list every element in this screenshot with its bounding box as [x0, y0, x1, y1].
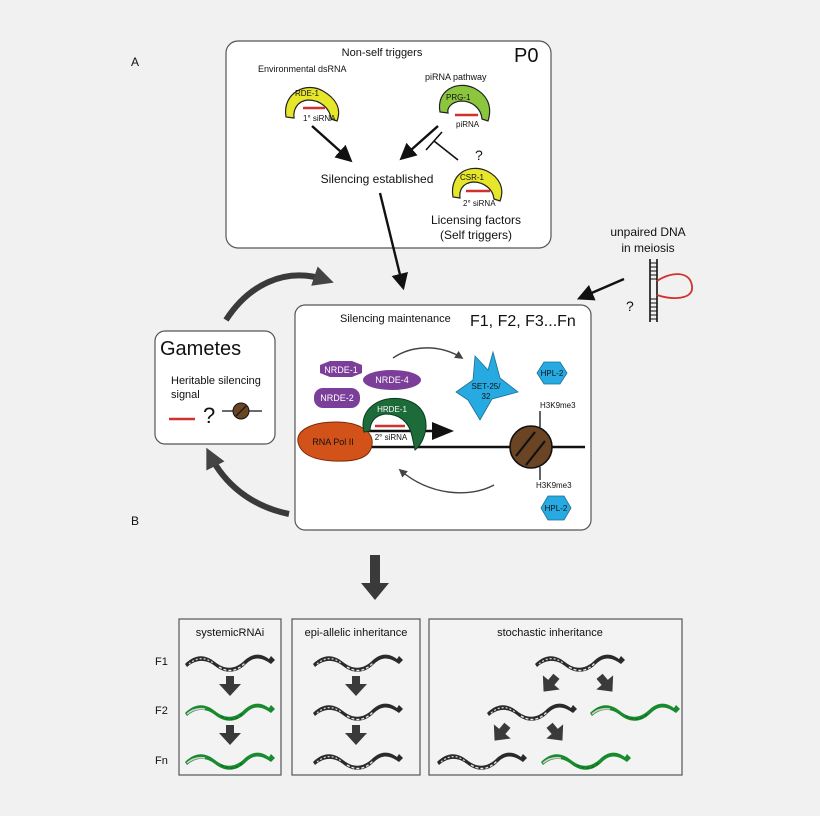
stochastic-panel [428, 618, 683, 776]
silencing-established-label: Silencing established [321, 172, 434, 186]
gametes-to-maintenance-arrow [223, 266, 334, 322]
heritable-question-mark: ? [203, 403, 215, 428]
csr1-protein [451, 167, 503, 202]
nonself-triggers-title: Non-self triggers [342, 47, 423, 59]
env-dsrna-label: Environmental dsRNA [258, 64, 347, 74]
heritable-signal-label-1: Heritable silencing [171, 375, 261, 387]
unpaired-dna-strand [649, 259, 693, 322]
hpl2-protein-bottom [540, 495, 572, 521]
pirna-label: piRNA [456, 120, 480, 129]
nrde2-label: NRDE-2 [320, 393, 354, 403]
nrde2-protein [314, 388, 360, 408]
systemic-rnai-title: systemicRNAi [196, 627, 264, 639]
epi-allelic-panel [291, 618, 421, 776]
epi-allelic-title: epi-allelic inheritance [305, 627, 408, 639]
h3k9me3-label-bottom: H3K9me3 [536, 481, 572, 490]
prg1-protein [438, 84, 491, 122]
gametes-title: Gametes [160, 338, 241, 360]
unpaired-dna-label-2: in meiosis [621, 241, 674, 255]
rnapol-label: RNA Pol II [312, 437, 354, 447]
row-label-fn: Fn [155, 755, 168, 767]
siRNA-2-label-hrde1: 2° siRNA [375, 433, 408, 442]
set25-label-1: SET-25/ [472, 382, 502, 391]
heritable-nucleosome-icon [222, 402, 262, 420]
panel-label-a: A [131, 55, 139, 69]
prg1-label: PRG-1 [446, 93, 471, 102]
pirna-pathway-label: piRNA pathway [425, 72, 487, 82]
main-down-arrow [361, 555, 389, 600]
unpaired-dna-arrow [576, 277, 625, 301]
p0-to-maintenance-arrow [378, 192, 408, 291]
row-label-f2: F2 [155, 705, 168, 717]
nucleosome-stripe-2 [525, 440, 546, 466]
csr1-label: CSR-1 [460, 173, 485, 182]
unpaired-dna-question-mark: ? [626, 298, 634, 314]
panel-label-b: B [131, 514, 139, 528]
generations-label: F1, F2, F3...Fn [470, 313, 576, 330]
heritable-signal-label-2: signal [171, 389, 200, 401]
nrde1-label: NRDE-1 [324, 365, 358, 375]
hrde1-label: HRDE-1 [377, 405, 407, 414]
unpaired-dna-label-1: unpaired DNA [610, 225, 685, 239]
nrde1-protein [320, 361, 362, 377]
transcription-arrowhead [432, 422, 454, 440]
nucleosome-feedback-curved-arrow [398, 468, 495, 494]
stochastic-title: stochastic inheritance [497, 627, 603, 639]
self-triggers-label: (Self triggers) [440, 228, 512, 242]
hpl2-label-top: HPL-2 [541, 369, 564, 378]
licensing-factors-label: Licensing factors [431, 213, 521, 227]
nucleosome [509, 425, 553, 469]
nrde4-label: NRDE-4 [375, 375, 409, 385]
maintenance-to-gametes-arrow [206, 447, 290, 517]
siRNA-2-label-csr1: 2° siRNA [463, 199, 496, 208]
rnapol-protein [297, 421, 373, 462]
systemic-rnai-panel [178, 618, 282, 776]
csr1-inhibition-bar [425, 131, 443, 151]
nrde4-protein [363, 370, 421, 390]
hpl2-protein-top [536, 361, 568, 385]
maintenance-box [294, 304, 592, 531]
row-label-f1: F1 [155, 656, 168, 668]
hpl2-label-bottom: HPL-2 [545, 504, 568, 513]
rde1-protein [285, 86, 340, 122]
rde1-label: RDE-1 [295, 89, 320, 98]
h3k9me3-label-top: H3K9me3 [540, 401, 576, 410]
csr1-question-mark: ? [475, 147, 483, 163]
hrde1-protein [362, 397, 427, 451]
silencing-maintenance-title: Silencing maintenance [340, 313, 451, 325]
p0-label: P0 [514, 45, 538, 67]
nucleosome-stripe-1 [515, 431, 536, 457]
nrde-to-set25-curved-arrow [392, 347, 464, 359]
csr1-inhibition-line [433, 140, 459, 161]
set25-protein [455, 350, 519, 421]
prg1-to-silencing-arrow [399, 125, 439, 161]
set25-label-2: 32 [482, 392, 491, 401]
rde1-to-silencing-arrow [311, 125, 353, 163]
siRNA-1-label: 1° siRNA [303, 114, 336, 123]
